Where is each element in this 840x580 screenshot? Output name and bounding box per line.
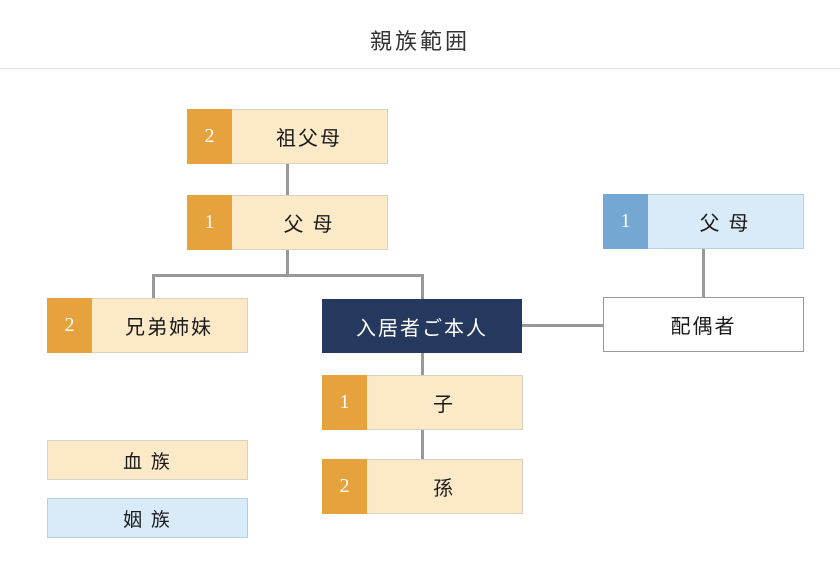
node-grandparents: 2 祖父母 (187, 109, 388, 164)
page-title: 親族範囲 (369, 29, 470, 54)
connector-child-grandchild (421, 430, 424, 460)
connector-junction-siblings (152, 274, 155, 299)
degree-badge: 1 (603, 194, 648, 249)
node-label: 父 母 (699, 213, 751, 235)
legend-in-law-relatives: 姻 族 (47, 498, 248, 538)
degree-badge: 2 (187, 109, 232, 164)
node-spouse: 配偶者 (603, 297, 804, 352)
node-label: 孫 (433, 478, 455, 500)
connector-grandparents-parents (286, 164, 289, 196)
node-spouse-parents: 1 父 母 (603, 194, 804, 249)
node-label: 配偶者 (670, 316, 737, 338)
degree-badge: 2 (47, 298, 92, 353)
degree-badge: 1 (187, 195, 232, 250)
legend-label: 姻 族 (123, 509, 172, 531)
node-child: 1 子 (322, 375, 523, 430)
legend-blood-relatives: 血 族 (47, 440, 248, 480)
node-parents: 1 父 母 (187, 195, 388, 250)
connector-spouseparents-spouse (702, 249, 705, 298)
node-label: 父 母 (283, 214, 335, 236)
connector-parents-junction (286, 250, 289, 276)
node-resident: 入居者ご本人 (322, 299, 522, 353)
node-siblings: 2 兄弟姉妹 (47, 298, 248, 353)
node-grandchild: 2 孫 (322, 459, 523, 514)
node-label: 兄弟姉妹 (125, 317, 213, 339)
degree-badge: 2 (322, 459, 367, 514)
legend-label: 血 族 (123, 451, 172, 473)
node-label: 入居者ご本人 (356, 317, 488, 340)
connector-resident-child (421, 353, 424, 376)
degree-badge: 1 (322, 375, 367, 430)
connector-junction-resident (421, 274, 424, 300)
connector-junction-horizontal (152, 274, 424, 277)
node-label: 子 (433, 394, 455, 416)
header-divider (0, 68, 840, 69)
connector-resident-spouse (522, 324, 603, 327)
node-label: 祖父母 (276, 128, 342, 150)
